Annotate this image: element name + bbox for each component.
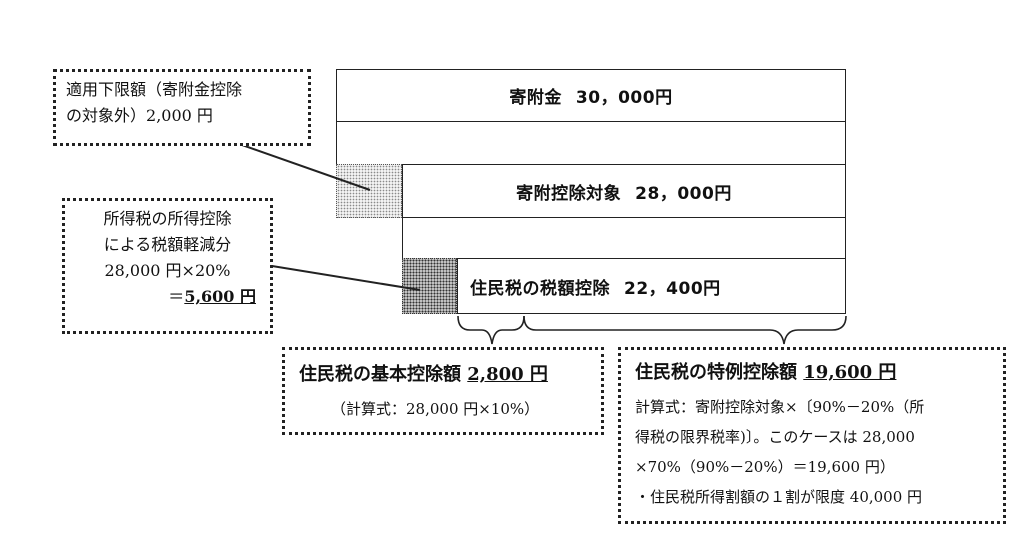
resident-tax-deduction-label: 住民税の税額控除 xyxy=(470,278,610,299)
basic-deduction-heading: 住民税の基本控除額 2,800 円 xyxy=(299,360,601,386)
donation-bar-spacer xyxy=(336,121,846,164)
basic-deduction-amount: 2,800 円 xyxy=(467,364,548,385)
lower-limit-line2-text: の対象外） xyxy=(66,106,147,125)
resident-tax-deduction-amount: 22，400円 xyxy=(624,278,721,299)
special-deduction-heading: 住民税の特例控除額 19,600 円 xyxy=(635,358,1003,384)
special-deduction-line1: 計算式：寄附控除対象×〔90%－20%（所 xyxy=(635,398,925,416)
lower-limit-segment xyxy=(336,164,402,218)
deduction-target-amount: 28，000円 xyxy=(635,183,732,204)
special-deduction-amount: 19,600 円 xyxy=(803,362,897,383)
income-tax-note: 所得税の所得控除 による税額軽減分 28,000 円×20% ＝5,600 円 xyxy=(62,198,273,334)
income-tax-line1: 所得税の所得控除 xyxy=(103,209,232,228)
lower-limit-line2: の対象外）2,000 円 xyxy=(66,103,308,129)
income-tax-line3: 28,000 円×20% xyxy=(104,261,231,280)
basic-deduction-note: 住民税の基本控除額 2,800 円 （計算式：28,000 円×10%） xyxy=(282,347,604,435)
income-tax-leader xyxy=(271,265,421,291)
income-tax-amount: 5,600 円 xyxy=(184,287,256,306)
deduction-target-bar: 寄附控除対象 28，000円 xyxy=(402,164,846,218)
donation-label: 寄附金 xyxy=(509,88,562,108)
lower-limit-leader xyxy=(227,139,371,191)
deduction-target-spacer xyxy=(402,218,846,258)
lower-limit-line1: 適用下限額（寄附金控除 xyxy=(66,80,243,99)
income-tax-line4-prefix: ＝ xyxy=(168,287,185,306)
lower-limit-amount: 2,000 円 xyxy=(146,106,213,125)
basic-deduction-formula: （計算式：28,000 円×10%） xyxy=(331,400,540,418)
resident-tax-deduction-bar: 住民税の税額控除 22，400円 xyxy=(457,258,846,314)
deduction-target-label: 寄附控除対象 xyxy=(516,183,622,204)
basic-brace xyxy=(457,315,525,345)
income-tax-line2: による税額軽減分 xyxy=(103,235,232,254)
donation-bar: 寄附金 30，000円 xyxy=(336,69,846,122)
basic-deduction-title: 住民税の基本控除額 xyxy=(299,364,461,385)
income-tax-line4: ＝5,600 円 xyxy=(65,284,270,310)
special-deduction-line2: 得税の限界税率)〕。このケースは 28,000 xyxy=(635,428,915,446)
special-brace xyxy=(523,315,847,345)
special-deduction-line3: ×70%（90%－20%）＝19,600 円） xyxy=(635,458,895,476)
donation-amount: 30，000円 xyxy=(575,88,673,108)
lower-limit-note: 適用下限額（寄附金控除 の対象外）2,000 円 xyxy=(53,69,311,146)
special-deduction-note: 住民税の特例控除額 19,600 円 計算式：寄附控除対象×〔90%－20%（所… xyxy=(618,347,1006,524)
special-deduction-title: 住民税の特例控除額 xyxy=(635,362,797,383)
income-tax-segment xyxy=(402,258,457,314)
special-deduction-line4: ・住民税所得割額の１割が限度 40,000 円 xyxy=(635,488,923,506)
